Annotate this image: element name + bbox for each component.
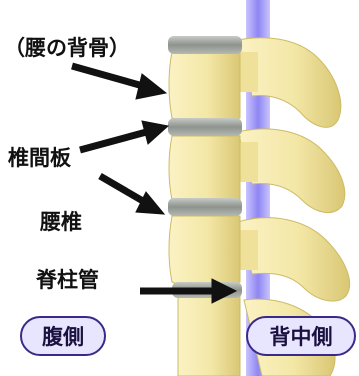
label-intervertebral-disc: 椎間板: [8, 148, 71, 169]
dorsal-side-label: 背中側: [246, 316, 356, 356]
label-lumbar-bone: （腰の背骨）: [4, 38, 130, 59]
label-spinal-canal: 脊柱管: [36, 270, 99, 291]
disc-1: [168, 36, 242, 54]
arrow-to-vertebra: [72, 66, 166, 99]
disc-3: [168, 198, 242, 216]
arrow-to-disc: [80, 121, 168, 150]
arrow-to-lower-disc: [100, 176, 164, 214]
disc-2: [168, 118, 242, 136]
ventral-side-label: 腹側: [20, 316, 106, 356]
label-lumbar-vertebra: 腰椎: [40, 212, 82, 233]
